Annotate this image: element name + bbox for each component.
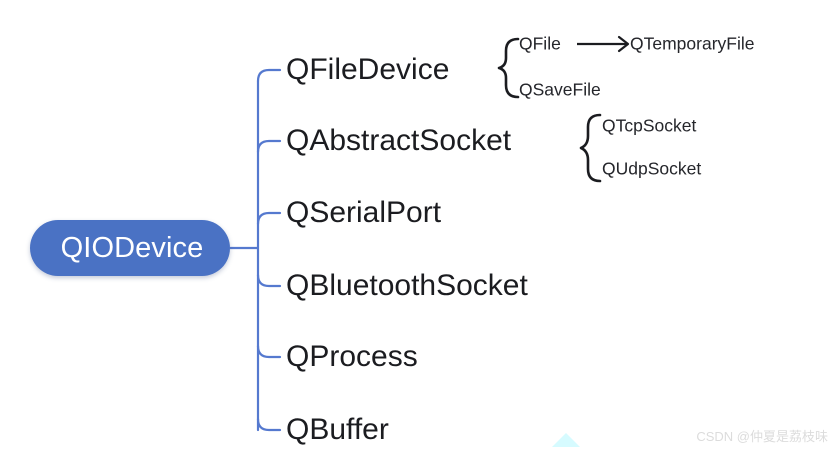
branch-line-qabstractsocket [256,139,282,154]
branch-label-qbuffer[interactable]: QBuffer [286,413,389,446]
brace-file-group [497,37,520,99]
root-node-qiodevice[interactable]: QIODevice [30,220,230,276]
root-node-label: QIODevice [60,231,204,264]
branch-line-qfiledevice [256,68,282,83]
artifact-triangle [552,433,580,447]
branch-label-qfiledevice[interactable]: QFileDevice [286,53,450,86]
branch-line-qbuffer [256,417,282,432]
branch-line-qbluetoothsocket [256,273,282,288]
branch-line-qserialport [256,211,282,226]
sub-label-qudpsocket[interactable]: QUdpSocket [602,158,702,179]
sub-label-qsavefile[interactable]: QSaveFile [519,79,601,100]
sub-label-qtcpsocket[interactable]: QTcpSocket [602,115,697,136]
branch-label-qbluetoothsocket[interactable]: QBluetoothSocket [286,269,528,302]
watermark-text: CSDN @仲夏是荔枝味 [696,429,828,444]
branch-label-qabstractsocket[interactable]: QAbstractSocket [286,124,512,157]
brace-socket-group [579,113,602,183]
branch-label-qprocess[interactable]: QProcess [286,340,418,373]
sub-label-qtemporaryfile[interactable]: QTemporaryFile [630,33,755,54]
sub-label-qfile[interactable]: QFile [519,33,561,54]
branch-label-qserialport[interactable]: QSerialPort [286,196,442,229]
branch-line-qprocess [256,344,282,359]
arrow-head-qtemporaryfile [617,35,630,53]
